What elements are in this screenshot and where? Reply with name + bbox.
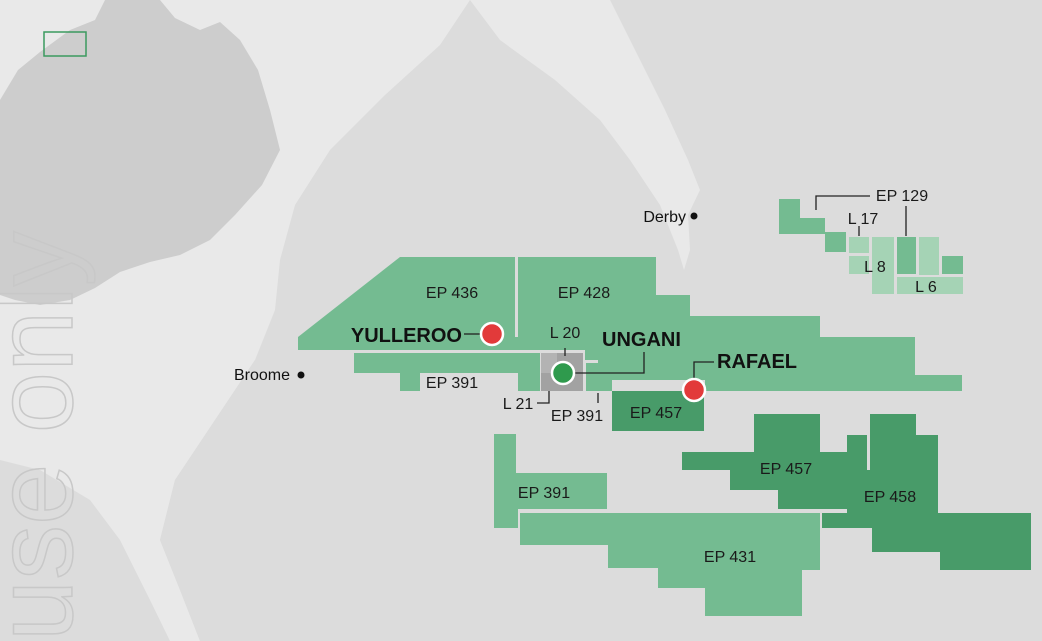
town-label-broome[interactable]: Broome — [234, 367, 290, 384]
ep129-leader — [815, 195, 870, 210]
land-west-coast — [0, 460, 170, 641]
label-ep457-north: EP 457 — [630, 405, 682, 422]
field-label-rafael[interactable]: RAFAEL — [717, 351, 797, 373]
l21-leader — [537, 391, 550, 404]
king-sound — [470, 0, 700, 270]
label-l20: L 20 — [550, 325, 581, 342]
label-l21: L 21 — [503, 396, 534, 413]
broome-coastline — [160, 345, 330, 641]
licence-l8-left[interactable] — [849, 256, 869, 274]
rafael-leader — [693, 361, 714, 380]
watermark-text: use only — [0, 231, 96, 641]
tenement-ep129[interactable] — [897, 237, 916, 274]
licence-l6-top[interactable] — [919, 237, 939, 275]
australia-inset — [0, 0, 280, 305]
tenement-ep428[interactable] — [518, 257, 962, 391]
tenement-ep129-west[interactable] — [779, 199, 846, 252]
tenement-ep391-south[interactable] — [494, 434, 607, 528]
tenement-ep436[interactable] — [298, 257, 515, 350]
label-l17: L 17 — [848, 211, 879, 228]
label-ep391-mid: EP 391 — [551, 408, 603, 425]
well-rafael-marker[interactable] — [681, 377, 707, 403]
field-label-yulleroo[interactable]: YULLEROO — [351, 325, 462, 347]
licence-l17[interactable] — [849, 237, 869, 253]
tenement-ep457-east[interactable] — [682, 414, 867, 509]
tenement-ep391-west[interactable] — [354, 353, 540, 391]
field-label-ungani[interactable]: UNGANI — [602, 329, 681, 351]
label-ep391-west: EP 391 — [426, 375, 478, 392]
label-l8: L 8 — [864, 259, 886, 276]
label-ep436: EP 436 — [426, 285, 478, 302]
label-ep129: EP 129 — [876, 188, 928, 205]
label-ep457-east: EP 457 — [760, 461, 812, 478]
tenement-ep391-mid[interactable] — [586, 363, 612, 391]
well-ungani-marker[interactable] — [550, 360, 576, 386]
town-label-derby[interactable]: Derby — [643, 209, 686, 226]
label-ep458: EP 458 — [864, 489, 916, 506]
tenement-ep431[interactable] — [520, 513, 820, 616]
licence-l6[interactable] — [897, 277, 963, 294]
label-ep391-south: EP 391 — [518, 485, 570, 502]
label-ep428: EP 428 — [558, 285, 610, 302]
tenement-ep436-west-strip[interactable] — [298, 337, 518, 350]
label-l6: L 6 — [915, 279, 937, 296]
licence-l8[interactable] — [872, 237, 894, 294]
well-yulleroo-marker[interactable] — [479, 321, 505, 347]
tenement-ep129-east[interactable] — [942, 256, 963, 274]
tenement-ep458[interactable] — [822, 414, 1031, 570]
broome-dot — [297, 371, 305, 379]
inset-locator-box — [43, 31, 87, 57]
derby-dot — [690, 212, 698, 220]
label-ep431: EP 431 — [704, 549, 756, 566]
ungani-leader — [563, 352, 645, 374]
